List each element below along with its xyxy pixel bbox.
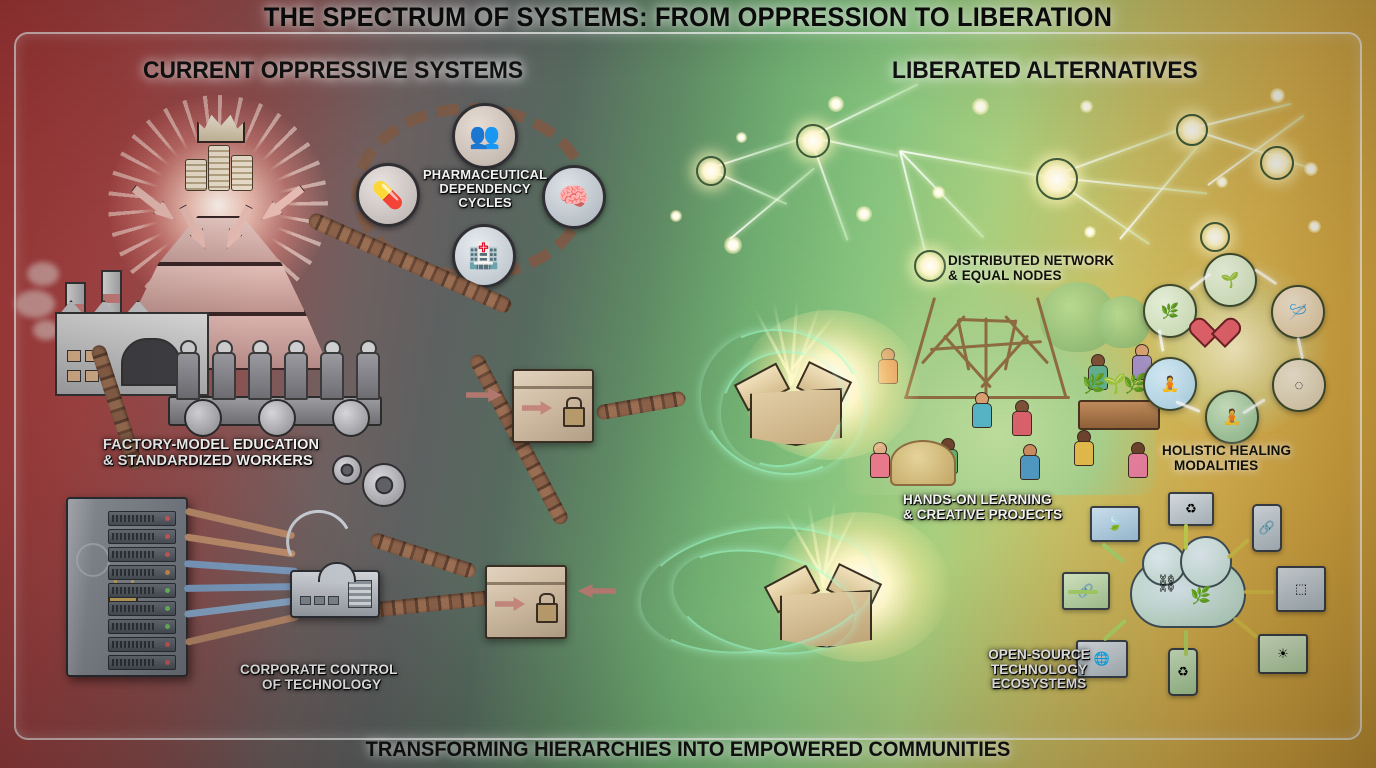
laptop-leaf-icon: 🍃 (1090, 506, 1140, 542)
caption-line-2: TECHNOLOGY (990, 661, 1088, 677)
distributed-network-graphic (660, 83, 1360, 318)
divided-faces-icon: 👥 (452, 103, 518, 169)
arrow-from-locked-box-lower (578, 584, 616, 598)
tablet-recycle-icon: ♻ (1168, 492, 1214, 526)
meditation-blue-icon: 🧘 (1143, 357, 1197, 411)
locked-box-upper (512, 369, 594, 443)
caption-line-2: MODALITIES (1174, 457, 1259, 473)
smartphone-recycle-icon: ♻ (1168, 648, 1198, 696)
right-column-heading: LIBERATED ALTERNATIVES (892, 57, 1198, 84)
tech-arrow (1226, 537, 1251, 560)
caption-line-1: HOLISTIC HEALING (1162, 443, 1292, 458)
caption-line-1: FACTORY-MODEL EDUCATION (103, 437, 320, 453)
network-node-minor (736, 132, 747, 143)
caption-line-2: DEPENDENCY (439, 181, 531, 197)
caption-hands-on-learning: HANDS-ON LEARNING & CREATIVE PROJECTS (903, 492, 1103, 522)
router-icon (290, 562, 380, 618)
caption-line-1: DISTRIBUTED NETWORK (948, 253, 1115, 268)
caption-line-3: CYCLES (458, 195, 512, 211)
woven-dome-model (890, 440, 956, 486)
3d-printer-icon: ⬚ (1276, 566, 1326, 612)
network-node-minor (1216, 176, 1228, 188)
gear-icon-small (332, 455, 362, 485)
caption-factory-model-education: FACTORY-MODEL EDUCATION & STANDARDIZED W… (103, 437, 353, 469)
caption-line-1: OPEN-SOURCE (988, 647, 1090, 662)
network-node-minor (856, 206, 872, 222)
caption-line-1: HANDS-ON LEARNING (903, 492, 1052, 507)
tech-arrow (1101, 542, 1126, 564)
open-box-upper (733, 360, 853, 446)
meditation-green-icon: 🧘 (1205, 390, 1259, 444)
hierarchy-tier-middle (134, 264, 306, 314)
network-node-minor (1304, 162, 1318, 176)
network-node-minor (1270, 88, 1285, 103)
hierarchy-tier-top (158, 216, 282, 264)
caption-line-3: ECOSYSTEMS (991, 676, 1087, 692)
globe-icon (76, 543, 110, 577)
network-node-major (696, 156, 726, 186)
pill-bottle-icon: 💊 (356, 163, 420, 227)
heart-icon (1205, 320, 1235, 348)
community-circle-icon: ◌ (1272, 358, 1326, 412)
tech-arrow (1232, 616, 1259, 639)
caption-line-2: & EQUAL NODES (948, 267, 1062, 283)
cloud-broken-chain-sprout-icon: ⛓ 🌿 (1130, 536, 1246, 628)
chain-router-right (368, 531, 478, 580)
caption-line-2: & STANDARDIZED WORKERS (103, 452, 313, 469)
network-node-major (796, 124, 830, 158)
caption-distributed-network: DISTRIBUTED NETWORK & EQUAL NODES (948, 253, 1128, 283)
caption-pharmaceutical-dependency-cycles: PHARMACEUTICAL DEPENDENCY CYCLES (423, 167, 548, 211)
tech-arrow (1102, 618, 1128, 642)
renewable-energy-icon: ☀ (1258, 634, 1308, 674)
network-node-minor (932, 186, 945, 199)
smartphone-link-icon: 🔗 (1252, 504, 1282, 552)
tech-arrow (1184, 630, 1188, 656)
network-node-minor (724, 236, 742, 254)
coin-stack-icon (185, 145, 253, 191)
network-node-minor (1308, 220, 1321, 233)
chain-box-link-top (595, 390, 687, 421)
caption-line-1: PHARMACEUTICAL (423, 167, 548, 182)
raised-garden-bed (1078, 400, 1160, 430)
tech-arrow (1184, 524, 1188, 550)
network-node-minor (1080, 100, 1093, 113)
caption-corporate-control: CORPORATE CONTROL OF TECHNOLOGY (240, 662, 450, 692)
conveyor-belt (168, 396, 382, 437)
network-node-minor (1084, 226, 1096, 238)
caption-line-2: OF TECHNOLOGY (262, 676, 382, 692)
gear-icon-large (362, 463, 406, 507)
standardized-workers (176, 340, 388, 400)
tech-arrow (1244, 590, 1274, 594)
tech-arrow (1068, 590, 1098, 594)
network-node-major (1260, 146, 1294, 180)
network-node-minor (828, 96, 844, 112)
network-node-minor (972, 98, 989, 115)
caption-open-source-technology: OPEN-SOURCE TECHNOLOGY ECOSYSTEMS (954, 647, 1124, 692)
caption-line-2: & CREATIVE PROJECTS (903, 506, 1063, 522)
network-node-major (1036, 158, 1078, 200)
caption-holistic-healing: HOLISTIC HEALING MODALITIES (1162, 443, 1332, 473)
locked-brain-icon: 🧠 (542, 165, 606, 229)
network-node-major (1200, 222, 1230, 252)
server-rack-icon (66, 497, 188, 677)
factory-icon (15, 262, 209, 396)
acupuncture-icon: 🪡 (1271, 285, 1325, 339)
server-cables (183, 507, 304, 646)
locked-box-lower (485, 565, 567, 639)
network-node-major (914, 250, 946, 282)
plant-sprout-icon: 🌱 (1203, 253, 1257, 307)
page-footer: TRANSFORMING HIERARCHIES INTO EMPOWERED … (365, 738, 1011, 761)
network-node-minor (670, 210, 682, 222)
open-box-lower (763, 562, 883, 648)
left-column-heading: CURRENT OPPRESSIVE SYSTEMS (143, 57, 524, 84)
laptop-globe-icon: 🌐 (1076, 640, 1128, 678)
page-title: THE SPECTRUM OF SYSTEMS: FROM OPPRESSION… (263, 2, 1113, 32)
network-node-major (1176, 114, 1208, 146)
garden-plants-icon: 🌿🌱🌿 (1082, 374, 1147, 395)
caption-line-1: CORPORATE CONTROL (240, 662, 398, 677)
